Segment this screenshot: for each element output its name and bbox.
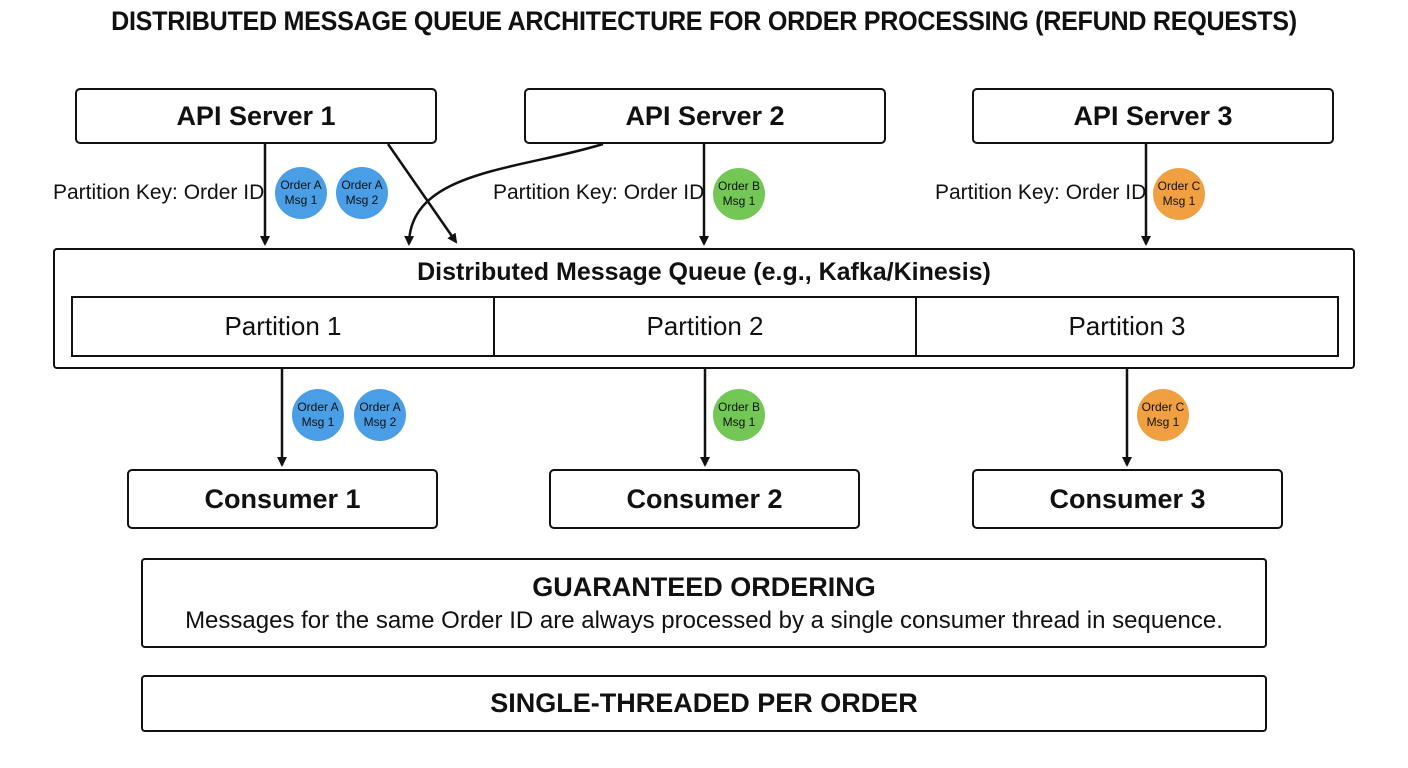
guarantee-description: Messages for the same Order ID are alway…	[185, 607, 1223, 634]
guarantee-panel: GUARANTEED ORDERING Messages for the sam…	[141, 558, 1267, 648]
partition-1: Partition 1	[224, 311, 342, 341]
partition-row: Partition 1 Partition 2 Partition 3	[71, 296, 1339, 357]
partition-3: Partition 3	[915, 298, 1337, 355]
consumer-1: Consumer 1	[127, 469, 438, 529]
partition-key-label-3: Partition Key: Order ID	[935, 181, 1147, 204]
partition-key-label-1: Partition Key: Order ID	[53, 181, 265, 204]
api-server-3: API Server 3	[972, 88, 1334, 144]
api-server-1: API Server 1	[75, 88, 437, 144]
queue-title: Distributed Message Queue (e.g., Kafka/K…	[417, 258, 991, 286]
guarantee-title: GUARANTEED ORDERING	[532, 572, 876, 602]
message-queue: Distributed Message Queue (e.g., Kafka/K…	[53, 248, 1355, 369]
arrow-server2-queue-curve	[404, 142, 604, 246]
single-threaded-banner: SINGLE-THREADED PER ORDER	[141, 675, 1267, 732]
partition-2: Partition 2	[493, 298, 915, 355]
partition-key-label-2: Partition Key: Order ID	[493, 181, 705, 204]
consumer-3: Consumer 3	[972, 469, 1283, 529]
diagram-title: DISTRIBUTED MESSAGE QUEUE ARCHITECTURE F…	[111, 6, 1297, 36]
consumer-2: Consumer 2	[549, 469, 860, 529]
api-server-2: API Server 2	[524, 88, 886, 144]
arrow-server1-queue-diagonal	[386, 143, 458, 244]
